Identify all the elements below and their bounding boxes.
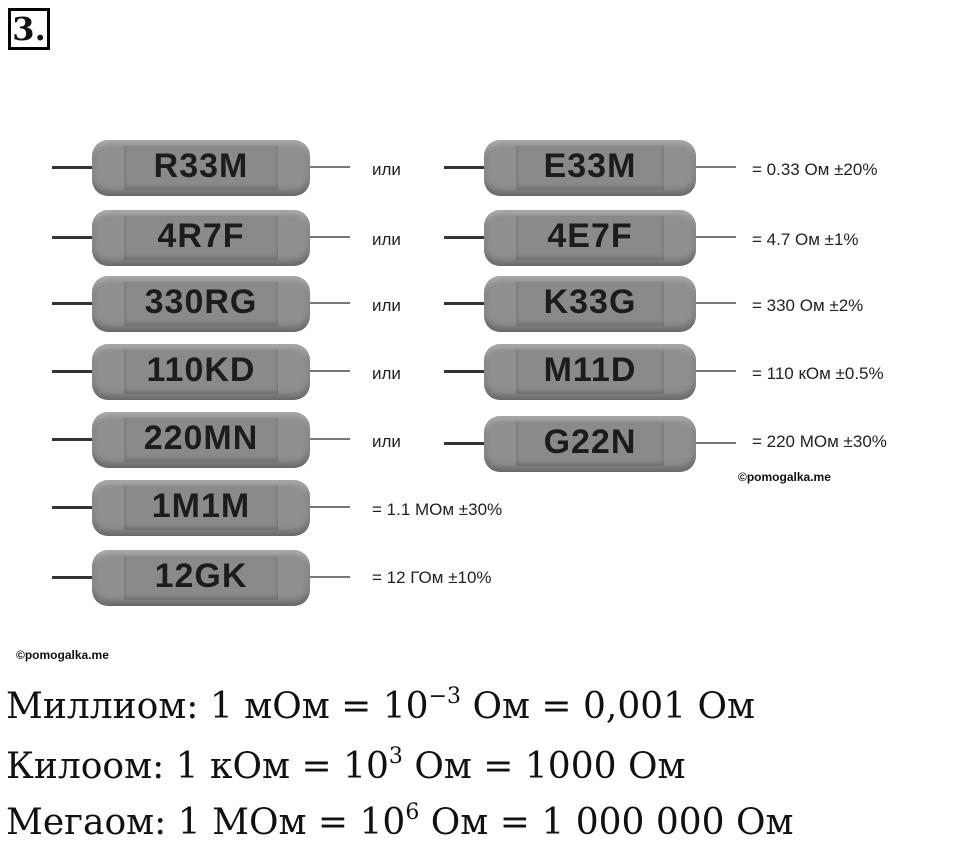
definition-exponent: 6 <box>405 800 420 825</box>
connector-word: или <box>372 432 401 451</box>
resistor-code: R33M <box>153 147 249 185</box>
definition-exponent: 3 <box>388 744 403 769</box>
watermark: ©pomogalka.me <box>738 470 831 484</box>
resistor-right-1: E33M <box>444 138 736 198</box>
definition-result: Ом = 1000 Ом <box>402 746 686 787</box>
connector-word: или <box>372 230 401 249</box>
resistor-right-5: G22N <box>444 414 736 474</box>
connector-word: или <box>372 160 401 179</box>
resistor-code: 4E7F <box>547 217 633 255</box>
resistor-code: E33M <box>543 147 637 185</box>
resistance-value: = 0.33 Ом ±20% <box>752 160 878 179</box>
resistance-value: = 4.7 Ом ±1% <box>752 230 859 249</box>
resistor-left-5: 220MN <box>52 410 350 470</box>
resistor-left-6: 1M1M <box>52 478 350 538</box>
resistor-left-2: 4R7F <box>52 208 350 268</box>
resistor-left-4: 110KD <box>52 342 350 402</box>
resistance-value: = 1.1 МОм ±30% <box>372 500 503 519</box>
resistor-right-4: M11D <box>444 342 736 402</box>
task-number: 3. <box>8 8 50 50</box>
definition-result: Ом = 1 000 000 Ом <box>419 802 794 843</box>
resistor-code: 12GK <box>154 557 248 595</box>
resistor-code: G22N <box>543 423 637 461</box>
resistor-code: 1M1M <box>151 487 251 525</box>
definition-expression: 1 кОм = 10 <box>175 746 389 787</box>
resistance-value: = 12 ГОм ±10% <box>372 568 492 587</box>
resistor-right-3: K33G <box>444 274 736 334</box>
connector-word: или <box>372 364 401 383</box>
resistance-value: = 330 Ом ±2% <box>752 296 864 315</box>
resistance-value: = 220 МОм ±30% <box>752 432 887 451</box>
resistor-code: 330RG <box>144 283 258 321</box>
resistance-value: = 110 кОм ±0.5% <box>752 364 884 383</box>
definition-kiloohm: Килоом: 1 кОм = 103 Ом = 1000 Ом <box>6 744 685 787</box>
resistor-left-7: 12GK <box>52 548 350 608</box>
definition-milliohm: Миллиом: 1 мОм = 10−3 Ом = 0,001 Ом <box>6 684 755 727</box>
resistor-code: 4R7F <box>157 217 245 255</box>
resistor-left-1: R33M <box>52 138 350 198</box>
definition-exponent: −3 <box>428 684 462 709</box>
resistor-code: K33G <box>543 283 637 321</box>
resistor-code: M11D <box>543 351 637 389</box>
resistor-right-2: 4E7F <box>444 208 736 268</box>
definition-expression: 1 мОм = 10 <box>209 686 429 727</box>
definition-megaohm: Мегаом: 1 МОм = 106 Ом = 1 000 000 Ом <box>6 800 794 843</box>
definition-name: Мегаом: <box>6 802 178 843</box>
resistor-left-3: 330RG <box>52 274 350 334</box>
definition-result: Ом = 0,001 Ом <box>461 686 756 727</box>
connector-word: или <box>372 296 401 315</box>
resistor-code: 110KD <box>146 351 256 389</box>
definition-name: Миллиом: <box>6 686 210 727</box>
definition-name: Килоом: <box>6 746 176 787</box>
resistor-code: 220MN <box>143 419 259 457</box>
definition-expression: 1 МОм = 10 <box>177 802 406 843</box>
watermark: ©pomogalka.me <box>16 648 109 662</box>
